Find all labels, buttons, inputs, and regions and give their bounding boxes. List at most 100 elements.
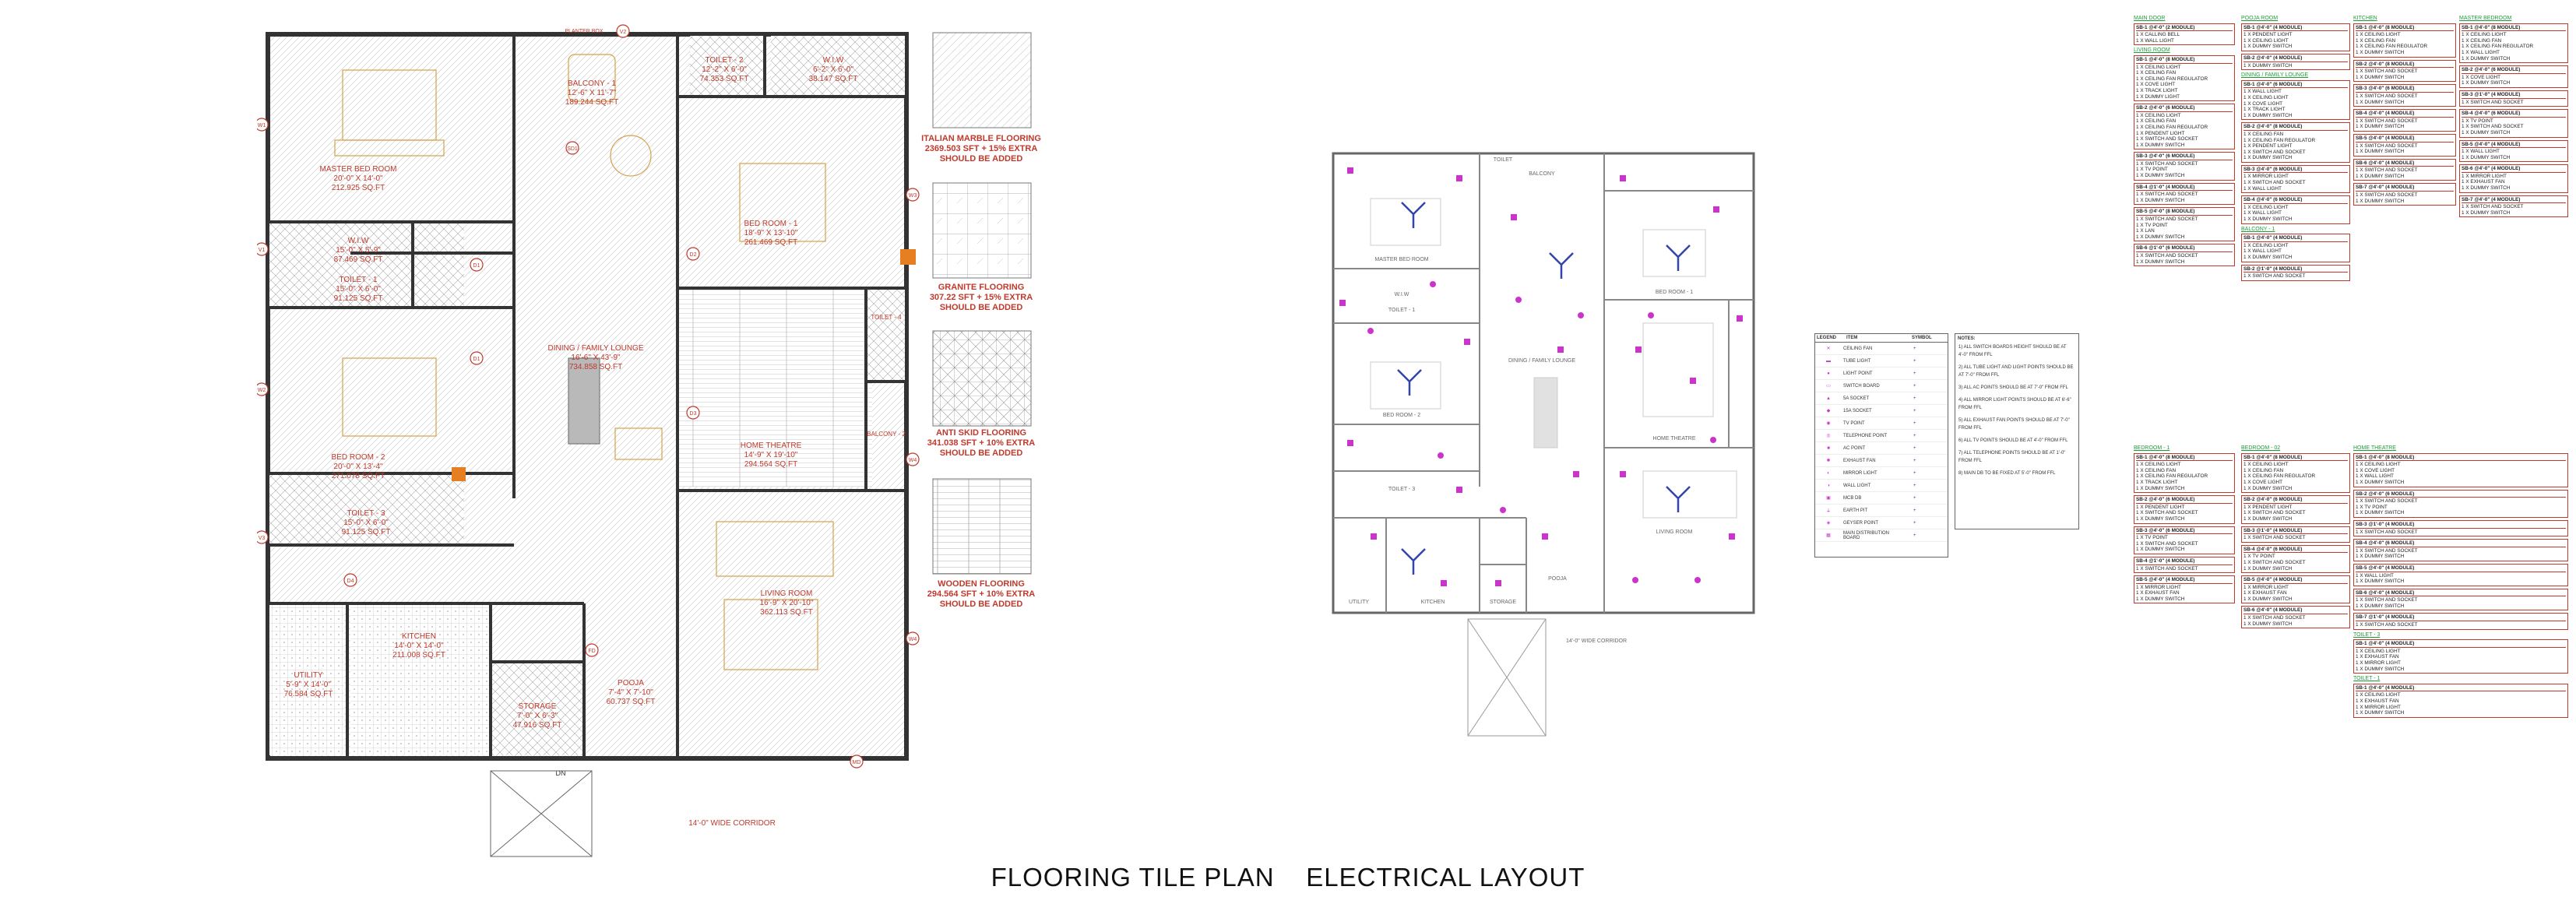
room-dims: 20'-0" X 13'-4" [333, 463, 383, 471]
switchboard-box: SB-4 @4'-0" (4 MODULE)1 X SWITCH AND SOC… [2353, 109, 2456, 132]
marker-d2: D2 [690, 252, 697, 258]
switchboard-line: 1 X LAN [2136, 228, 2155, 234]
legend-row: ◈GEYSER POINT+ [1815, 517, 1948, 529]
switchboard-box: SB-6 @4'-0" (4 MODULE)1 X SWITCH AND SOC… [2353, 158, 2456, 181]
switchboard-title: SB-1 @4'-0" (2 MODULE) [2136, 25, 2233, 32]
marker-v2: V2 [620, 30, 627, 35]
switchboard-line: 1 X TV POINT [2356, 504, 2388, 510]
switchboard-title: SB-1 @4'-0" (8 MODULE) [2462, 25, 2566, 32]
legend-item-label: WALL LIGHT [1843, 483, 1871, 488]
switchboard-title: SB-3 @4'-0" (6 MODULE) [2136, 528, 2233, 535]
room-label: MASTER BED ROOM [320, 165, 397, 174]
switchboard-line: 1 X DUMMY SWITCH [2356, 124, 2405, 130]
room-area: 261.469 SQ.FT [744, 238, 797, 247]
legend-row: ▬TUBE LIGHT+ [1815, 355, 1948, 368]
switchboard-title: SB-7 @4'-0" (4 MODULE) [2356, 185, 2454, 192]
switchboard-title: SB-5 @4'-0" (4 MODULE) [2356, 565, 2566, 572]
room-dims: 15'-0" X 6'-0" [336, 285, 381, 294]
switchboard-line: 1 X DUMMY SWITCH [2462, 185, 2511, 192]
switchboard-title: SB-1 @4'-0" (8 MODULE) [2356, 455, 2566, 462]
schedule-header: TOILET - 1 [2353, 676, 2381, 682]
marker-d3: D3 [690, 411, 697, 417]
switchboard-title: SB-4 @1'-0" (4 MODULE) [2136, 185, 2233, 192]
switchboard-line: 1 X DUMMY SWITCH [2356, 49, 2405, 55]
switchboard-line: 1 X SWITCH AND SOCKET [2136, 510, 2198, 516]
legend-symbol-icon: ■ [1827, 445, 1830, 451]
legend-item-label: TELEPHONE POINT [1843, 433, 1888, 438]
switchboard-box: SB-3 @4'-0" (6 MODULE)1 X SWITCH AND SOC… [2134, 152, 2235, 181]
legend-symbol-icon: ▦ [1826, 533, 1831, 538]
switchboard-line: 1 X SWITCH AND SOCKET [2356, 69, 2418, 75]
flooring-legend-name: ANTI SKID FLOORING [935, 428, 1027, 438]
elec-room-label: W.I.W [1395, 292, 1409, 297]
room-label: TOILET - 4 [871, 314, 902, 321]
switchboard-line: 1 X SWITCH AND SOCKET [2356, 622, 2418, 628]
switchboard-line: 1 X DUMMY SWITCH [2136, 173, 2185, 179]
switchboard-line: 1 X WALL LIGHT [2243, 210, 2282, 216]
elec-room-label: STORAGE [1490, 600, 1516, 605]
switchboard-line: 1 X CEILING LIGHT [2243, 204, 2289, 210]
room-dims: 16'-9" X 20'-10" [760, 599, 814, 607]
elec-room-label: DINING / FAMILY LOUNGE [1508, 358, 1575, 364]
room-dims: 7'-0" X 6'-3" [517, 712, 558, 720]
switchboard-line: 1 X DUMMY LIGHT [2136, 93, 2180, 100]
switchboard-line: 1 X SWITCH AND SOCKET [2356, 167, 2418, 174]
switchboard-line: 1 X SWITCH AND SOCKET [2356, 93, 2418, 99]
switchboard-line: 1 X SWITCH AND SOCKET [2136, 253, 2198, 259]
switchboard-line: 1 X CALLING BELL [2136, 32, 2180, 38]
marker-w4: W4 [909, 458, 917, 463]
switchboard-line: 1 X DUMMY SWITCH [2356, 149, 2405, 155]
legend-row: ◑WALL LIGHT+ [1815, 480, 1948, 492]
switchboard-line: 1 X DUMMY SWITCH [2136, 234, 2185, 240]
switchboard-line: 1 X SWITCH AND SOCKET [2356, 498, 2418, 505]
elec-room-label: TOILET - 1 [1388, 308, 1415, 313]
flooring-legend-area: 307.22 SFT + 15% EXTRA [929, 293, 1033, 302]
elec-room-label: TOILET [1494, 157, 1513, 163]
legend-row: ▲5A SOCKET+ [1815, 392, 1948, 405]
switchboard-box: SB-2 @4'-0" (8 MODULE)1 X SWITCH AND SOC… [2353, 59, 2456, 83]
switchboard-line: 1 X TRACK LIGHT [2136, 479, 2178, 485]
switchboard-title: SB-7 @1'-0" (4 MODULE) [2356, 614, 2566, 622]
switchboard-title: SB-5 @4'-0" (4 MODULE) [2462, 142, 2566, 149]
switchboard-line: 1 X CEILING FAN [2356, 37, 2396, 44]
legend-symbol-icon: ▣ [1826, 496, 1831, 501]
legend-symbol-icon: + [1913, 433, 1916, 438]
switchboard-title: SB-3 @4'-0" (6 MODULE) [2356, 86, 2454, 93]
legend-row: ◉TV POINT+ [1815, 417, 1948, 430]
elec-room-label: UTILITY [1349, 600, 1369, 605]
switchboard-box: SB-2 @4'-0" (6 MODULE)1 X SWITCH AND SOC… [2353, 489, 2568, 518]
switchboard-line: 1 X COVE LIGHT [2243, 479, 2283, 485]
switchboard-box: SB-4 @4'-0" (6 MODULE)1 X SWITCH AND SOC… [2353, 539, 2568, 561]
switchboard-line: 1 X CEILING LIGHT [2356, 462, 2401, 468]
legend-row: ▭SWITCH BOARD+ [1815, 380, 1948, 392]
switchboard-line: 1 X CEILING FAN REGULATOR [2462, 44, 2534, 50]
switchboard-line: 1 X PENDENT LIGHT [2136, 504, 2185, 510]
room-label: TOILET - 2 [705, 56, 744, 65]
switchboard-line: 1 X DUMMY SWITCH [2462, 55, 2511, 62]
switchboard-line: 1 X CEILING LIGHT [2243, 242, 2289, 248]
legend-symbol-icon: + [1913, 470, 1916, 476]
switchboard-line: 1 X DUMMY SWITCH [2356, 74, 2405, 80]
legend-symbol-icon: + [1913, 458, 1916, 463]
switchboard-line: 1 X SWITCH AND SOCKET [2462, 124, 2524, 130]
switchboard-line: 1 X DUMMY SWITCH [2243, 62, 2293, 69]
legend-item-label: AC POINT [1843, 445, 1866, 451]
room-label: LIVING ROOM [761, 589, 813, 598]
switchboard-line: 1 X WALL LIGHT [2356, 473, 2394, 480]
switchboard-line: 1 X SWITCH AND SOCKET [2356, 547, 2418, 554]
flooring-legend-item: ANTI SKID FLOORING 341.038 SFT + 10% EXT… [903, 428, 1059, 459]
room-area: 47.916 SQ.FT [513, 721, 562, 730]
switchboard-line: 1 X CEILING LIGHT [2136, 64, 2181, 70]
switchboard-title: SB-4 @4'-0" (6 MODULE) [2356, 540, 2566, 547]
switchboard-title: SB-3 @4'-0" (6 MODULE) [2243, 167, 2348, 174]
legend-row: ●LIGHT POINT+ [1815, 368, 1948, 380]
